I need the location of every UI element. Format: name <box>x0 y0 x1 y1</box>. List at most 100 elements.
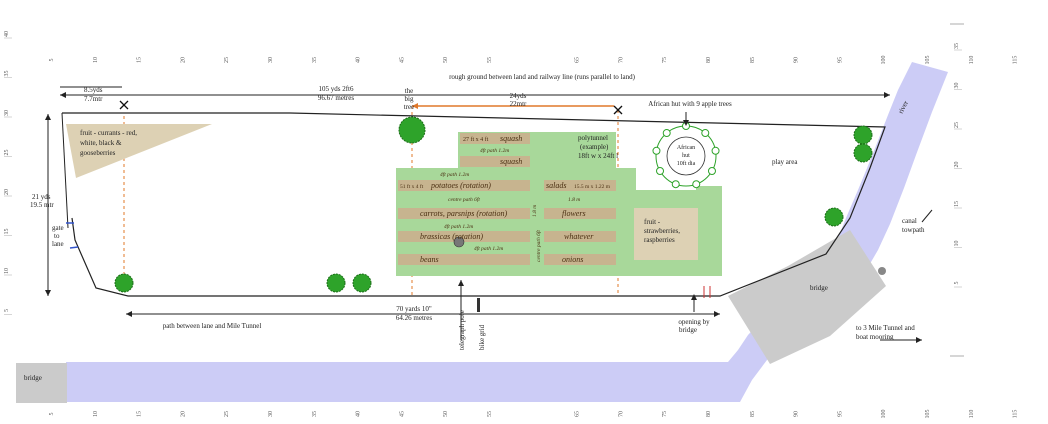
carrots-label: carrots, parsnips (rotation) <box>420 209 508 218</box>
african-hut-label-b: hut <box>682 153 690 159</box>
scale-tick-label: 90 <box>794 411 800 417</box>
soft-fruit-label-b: strawberries, <box>644 227 680 235</box>
african-hut-trees-label: African hut with 9 apple trees <box>648 100 732 108</box>
scale-tick-label: 20 <box>954 162 960 168</box>
mid-len-label: 1.8 m <box>532 205 538 217</box>
scale-tick-label: 80 <box>706 57 712 63</box>
potatoes-dim: 51 ft x 4 ft <box>400 183 424 190</box>
bed-whatever <box>544 231 616 242</box>
soft-fruit-area <box>634 208 698 260</box>
scale-tick-label: 70 <box>618 57 624 63</box>
scale-tick-label: 110 <box>969 410 975 419</box>
squash-top-label: squash <box>500 134 522 143</box>
scale-tick-label: 10 <box>4 268 10 274</box>
beans-label: beans <box>420 255 439 264</box>
total-length-label-b: 96.67 metres <box>318 94 354 102</box>
scale-tick-label: 25 <box>4 150 10 156</box>
canal-label-b: towpath <box>902 226 925 234</box>
bed-squash-2 <box>460 156 530 167</box>
hut-arrowhead <box>683 120 689 126</box>
opening-arrowhead <box>691 294 697 300</box>
arrow-bottom-left <box>126 311 132 317</box>
scale-tick-label: 55 <box>487 57 493 63</box>
bed-onions <box>544 254 616 265</box>
trees <box>114 116 873 293</box>
scale-tick-label: 20 <box>180 411 186 417</box>
mooring-arrowhead <box>916 337 922 343</box>
span-label-b: 22mtr <box>510 100 527 108</box>
scale-tick-label: 70 <box>618 411 624 417</box>
scale-tick-label: 25 <box>224 411 230 417</box>
potatoes-label: potatoes (rotation) <box>430 181 491 190</box>
scale-tick-label: 15 <box>137 411 143 417</box>
opening-label-b: bridge <box>679 326 697 334</box>
scale-tick-label: 30 <box>268 57 274 63</box>
scale-tick-label: 75 <box>662 57 668 63</box>
scale-tick-label: 105 <box>925 56 931 65</box>
gate-label-a: gate <box>52 224 64 232</box>
apple-tree <box>671 180 680 189</box>
telegraph-pole-label: telegraph pole <box>458 310 466 350</box>
apple-tree <box>692 180 701 189</box>
arrow-bottom-right <box>714 311 720 317</box>
gate-line-2 <box>69 246 79 249</box>
bike-grid-label: bike grid <box>478 324 486 350</box>
scale-tick-label: 15 <box>4 229 10 235</box>
scale-tick-label: 5 <box>49 413 55 416</box>
scale-tick-label: 30 <box>4 110 10 116</box>
cross-mark-right <box>613 105 623 115</box>
arrow-span <box>412 103 418 109</box>
towpath-arrow <box>921 209 933 223</box>
apple-tree <box>662 129 671 138</box>
canal-water <box>66 62 948 402</box>
bed-potatoes <box>398 180 530 191</box>
tree <box>352 273 372 293</box>
scale-tick-label: 10 <box>93 411 99 417</box>
tree <box>326 273 346 293</box>
tree <box>853 125 873 145</box>
scale-tick-label: 95 <box>837 57 843 63</box>
scale-tick-label: 25 <box>224 57 230 63</box>
arrow-right <box>884 92 890 98</box>
path-label-3: 4ft path 1.2m <box>444 223 473 230</box>
scale-tick-label: 25 <box>954 122 960 128</box>
bridge-left <box>16 363 67 403</box>
fruit-bushes-label-b: white, black & <box>80 139 122 147</box>
canal-label-a: canal <box>902 217 917 225</box>
scale-tick-label: 20 <box>4 189 10 195</box>
brassicas-label: brassicas (rotation) <box>420 232 483 241</box>
path-lane-label: path between lane and Mile Tunnel <box>163 322 262 330</box>
squash-top-dim: 27 ft x 4 ft <box>463 136 489 143</box>
apple-tree <box>701 129 710 138</box>
scale-tick-label: 35 <box>954 43 960 49</box>
scale-tick-label: 45 <box>399 411 405 417</box>
telegraph-pole-marker <box>453 236 465 248</box>
polytunnel-label-c: 18ft w x 24ft l <box>578 152 618 160</box>
bed-carrots <box>398 208 530 219</box>
scale-tick-label: 50 <box>443 57 449 63</box>
tree-big <box>398 116 426 144</box>
gate-label-b: to <box>54 232 60 240</box>
bed-beans <box>398 254 530 265</box>
scale-tick-label: 35 <box>312 57 318 63</box>
bridge-left-label: bridge <box>24 374 42 382</box>
bed-flowers <box>544 208 616 219</box>
scale-tick-label: 5 <box>49 59 55 62</box>
boundary-left-top <box>61 112 69 229</box>
apple-tree <box>652 146 661 155</box>
scale-tick-label: 10 <box>954 241 960 247</box>
arrow-left <box>60 92 66 98</box>
tree <box>853 143 873 163</box>
big-tree-label-b: big <box>405 95 414 103</box>
african-hut-group <box>652 112 720 189</box>
soft-fruit-label-c: raspberries <box>644 236 675 244</box>
path-label-1: 4ft path 1.2m <box>480 147 509 154</box>
bed-brassicas <box>398 231 530 242</box>
play-area-label: play area <box>772 158 798 166</box>
salads-dim: 15.5 m x 1.22 m <box>574 184 611 190</box>
scale-tick-label: 15 <box>137 57 143 63</box>
scale-tick-label: 5 <box>4 309 10 312</box>
